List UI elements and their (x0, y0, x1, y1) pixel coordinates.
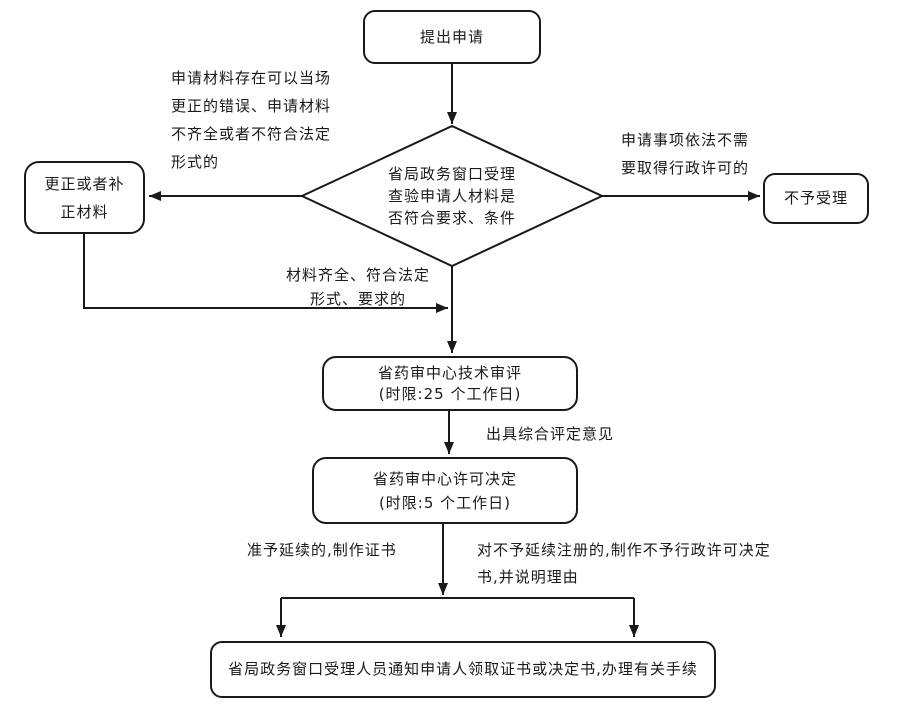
node-submit-application-label: 提出申请 (419, 27, 484, 46)
node-license-decision: 省药审中心许可决定 (时限:5 个工作日) (312, 457, 578, 524)
node-license-decision-time-limit: (时限:5 个工作日) (378, 493, 512, 512)
node-submit-application: 提出申请 (363, 10, 541, 64)
node-correct-materials-label: 更正或者补 正材料 (44, 174, 125, 221)
decision-window-check-label: 省局政务窗口受理 查验申请人材料是 否符合要求、条件 (387, 165, 516, 227)
node-notify-applicant: 省局政务窗口受理人员通知申请人领取证书或决定书,办理有关手续 (210, 641, 716, 698)
node-technical-review-title: 省药审中心技术审评 (377, 363, 522, 382)
node-technical-review: 省药审中心技术审评 (时限:25 个工作日) (322, 356, 578, 411)
note-no-permit-needed: 申请事项依法不需 要取得行政许可的 (621, 131, 750, 177)
note-deny-renewal: 对不予延续注册的,制作不予行政许可决定 书,并说明理由 (477, 541, 771, 586)
decision-diamond-shape (299, 124, 605, 268)
arrow-correct-to-mainline (83, 233, 448, 313)
node-not-accepted: 不予受理 (763, 173, 869, 224)
note-evaluation-opinion: 出具综合评定意见 (486, 425, 615, 443)
node-technical-review-time-limit: (时限:25 个工作日) (378, 384, 522, 403)
note-approve-renewal: 准予延续的,制作证书 (247, 541, 397, 559)
node-notify-applicant-label: 省局政务窗口受理人员通知申请人领取证书或决定书,办理有关手续 (228, 660, 698, 678)
node-correct-materials: 更正或者补 正材料 (24, 161, 145, 234)
node-not-accepted-label: 不予受理 (783, 189, 848, 207)
note-materials-complete: 材料齐全、符合法定 形式、要求的 (285, 266, 430, 308)
node-license-decision-title: 省药审中心许可决定 (372, 469, 517, 488)
note-correctable-materials: 申请材料存在可以当场 更正的错误、申请材料 不齐全或者不符合法定 形式的 (171, 69, 332, 171)
